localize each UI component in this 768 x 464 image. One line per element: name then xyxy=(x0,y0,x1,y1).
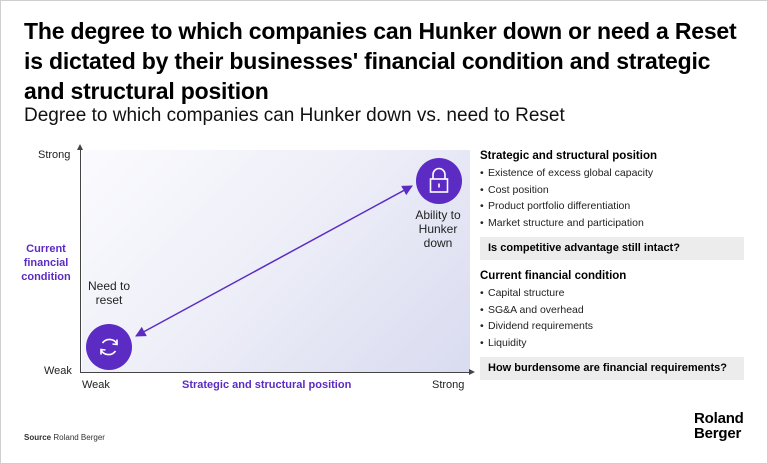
financial-item: Liquidity xyxy=(480,335,744,352)
criteria-panel: Strategic and structural position Existe… xyxy=(480,148,744,380)
hunker-node xyxy=(416,158,462,204)
hunker-label: Ability to Hunker down xyxy=(415,208,461,250)
y-tick-weak: Weak xyxy=(44,365,72,377)
strategic-section-title: Strategic and structural position xyxy=(480,150,657,162)
y-axis-label: Current financial condition xyxy=(21,243,71,283)
slide-subtitle: Degree to which companies can Hunker dow… xyxy=(24,105,565,126)
source-note: Source Roland Berger xyxy=(24,433,105,442)
source-label: Source xyxy=(24,433,52,442)
strategic-question: Is competitive advantage still intact? xyxy=(480,237,744,260)
strategic-item: Product portfolio differentiation xyxy=(480,198,744,215)
x-tick-strong: Strong xyxy=(432,379,465,391)
source-value: Roland Berger xyxy=(53,433,105,442)
strategic-item: Cost position xyxy=(480,182,744,199)
x-tick-weak: Weak xyxy=(82,379,110,391)
y-tick-strong: Strong xyxy=(38,149,71,161)
financial-question: How burdensome are financial requirement… xyxy=(480,357,744,380)
lock-icon xyxy=(429,167,449,193)
strategic-item: Market structure and participation xyxy=(480,215,744,232)
roland-berger-logo: Roland Berger xyxy=(694,411,744,441)
x-axis xyxy=(80,369,475,375)
logo-line-2: Berger xyxy=(694,425,742,442)
y-axis xyxy=(77,144,83,372)
plot-area xyxy=(82,150,470,372)
reset-label: Need to reset xyxy=(87,279,131,307)
financial-item: Dividend requirements xyxy=(480,318,744,335)
strategic-item: Existence of excess global capacity xyxy=(480,165,744,182)
financial-item: Capital structure xyxy=(480,285,744,302)
logo-line-1: Roland xyxy=(694,410,744,427)
financial-section-title: Current financial condition xyxy=(480,270,627,282)
financial-item: SG&A and overhead xyxy=(480,302,744,319)
refresh-cycle-icon xyxy=(100,338,118,356)
slide-title: The degree to which companies can Hunker… xyxy=(24,18,737,104)
x-axis-label: Strategic and structural position xyxy=(182,379,352,391)
reset-node xyxy=(86,324,132,370)
